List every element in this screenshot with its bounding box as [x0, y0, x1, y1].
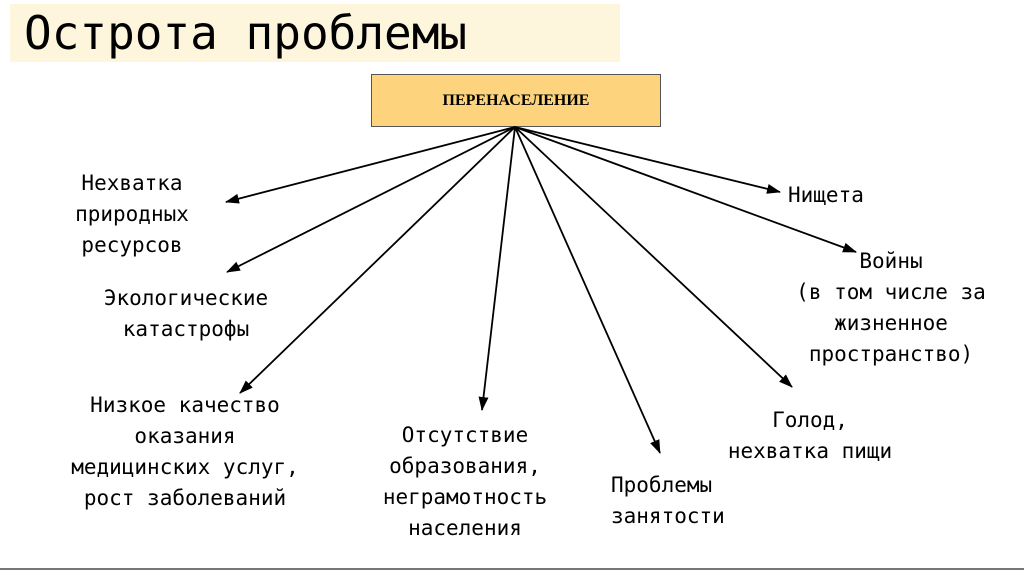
node-wars: Войны (в том числе за жизненное простран…: [796, 249, 986, 366]
node-poverty: Нищета: [788, 183, 864, 207]
node-hunger: Голод, нехватка пищи: [727, 408, 893, 463]
arrow-natural-resources: [225, 126, 516, 204]
arrow-ecological-disasters: [226, 126, 516, 273]
node-education: Отсутствие образования, неграмотность на…: [382, 423, 548, 540]
arrow-wars: [514, 126, 857, 253]
bottom-divider: [0, 568, 1024, 578]
node-ecological-disasters: Экологические катастрофы: [103, 286, 269, 341]
slide-title: Острота проблемы: [24, 6, 468, 60]
node-natural-resources: Нехватка природных ресурсов: [75, 171, 189, 257]
node-employment: Проблемы занятости: [611, 473, 725, 528]
title-banner: Острота проблемы: [10, 4, 620, 62]
root-node-label: ПЕРЕНАСЕЛЕНИЕ: [442, 91, 590, 109]
arrow-medical-services: [239, 126, 516, 394]
arrow-poverty: [514, 126, 781, 194]
arrow-education: [478, 126, 516, 411]
arrow-employment: [514, 126, 661, 454]
node-medical-services: Низкое качество оказания медицинских усл…: [71, 393, 299, 510]
arrow-hunger: [514, 126, 793, 388]
